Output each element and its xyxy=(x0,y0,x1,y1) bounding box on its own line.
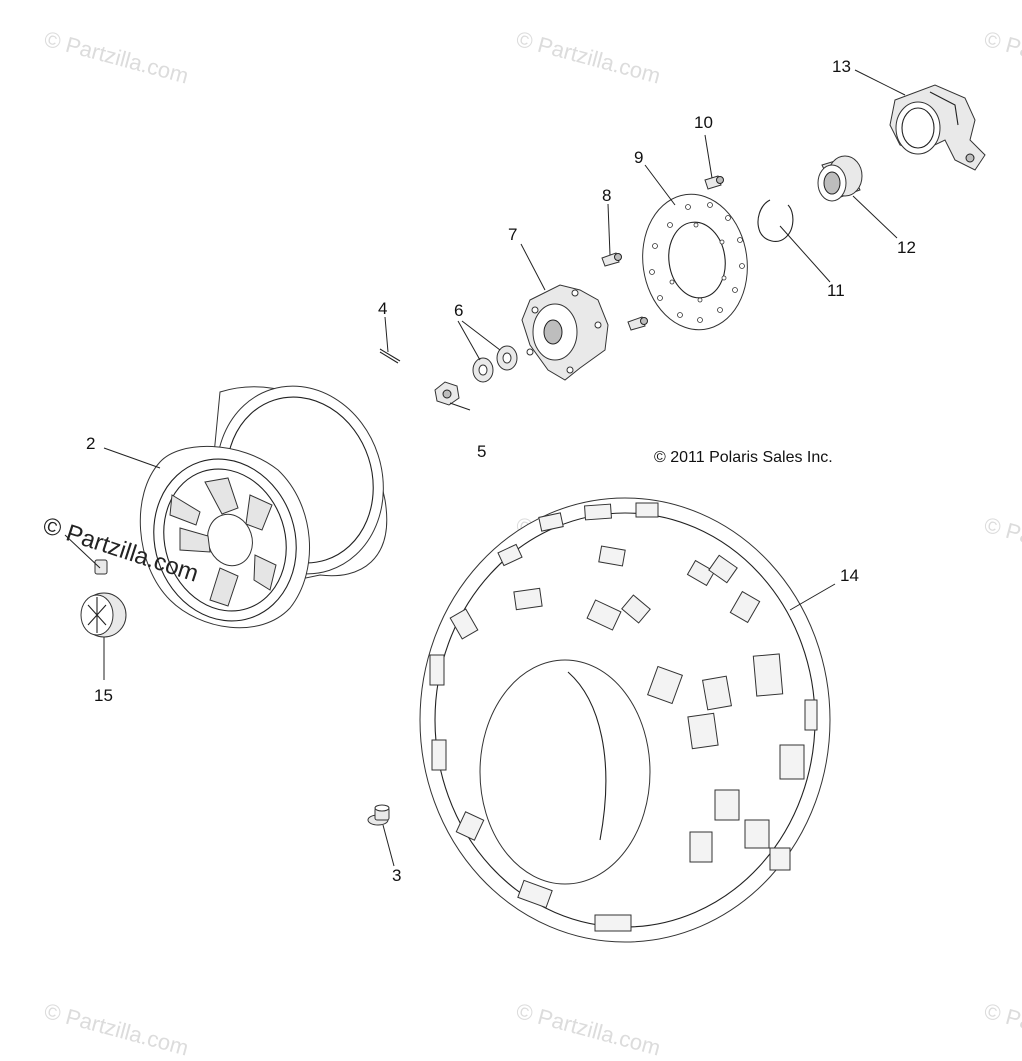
retaining-ring[interactable] xyxy=(757,199,794,242)
callout-14: 14 xyxy=(840,566,859,585)
copyright-notice: © 2011 Polaris Sales Inc. xyxy=(654,449,833,466)
callout-7: 7 xyxy=(508,225,518,244)
wheel-hub[interactable] xyxy=(521,284,609,381)
leader-lines xyxy=(64,69,906,867)
cotter-pin[interactable] xyxy=(379,348,401,364)
callout-8: 8 xyxy=(602,186,612,205)
callout-2: 2 xyxy=(86,434,96,453)
castle-nut[interactable] xyxy=(434,381,460,406)
callout-5: 5 xyxy=(477,442,487,461)
callout-9: 9 xyxy=(634,148,644,167)
callout-12: 12 xyxy=(897,238,916,257)
disc-bolt[interactable] xyxy=(704,175,724,190)
wheel-rim[interactable] xyxy=(133,364,407,639)
callout-11: 11 xyxy=(827,281,845,300)
center-cap[interactable] xyxy=(80,559,127,638)
brake-disc[interactable] xyxy=(634,187,756,336)
callout-10: 10 xyxy=(694,113,713,132)
bearing[interactable] xyxy=(817,155,863,202)
tire[interactable] xyxy=(419,497,831,943)
callout-6: 6 xyxy=(454,301,464,320)
washers[interactable] xyxy=(472,345,518,383)
valve-stem[interactable] xyxy=(367,804,390,826)
hub-bolts[interactable] xyxy=(601,252,648,331)
callout-4: 4 xyxy=(378,299,388,318)
exploded-parts-diagram xyxy=(64,69,986,943)
callout-15: 15 xyxy=(94,686,113,705)
callout-13: 13 xyxy=(832,57,851,76)
bearing-carrier[interactable] xyxy=(889,84,986,171)
callout-3: 3 xyxy=(392,866,402,885)
